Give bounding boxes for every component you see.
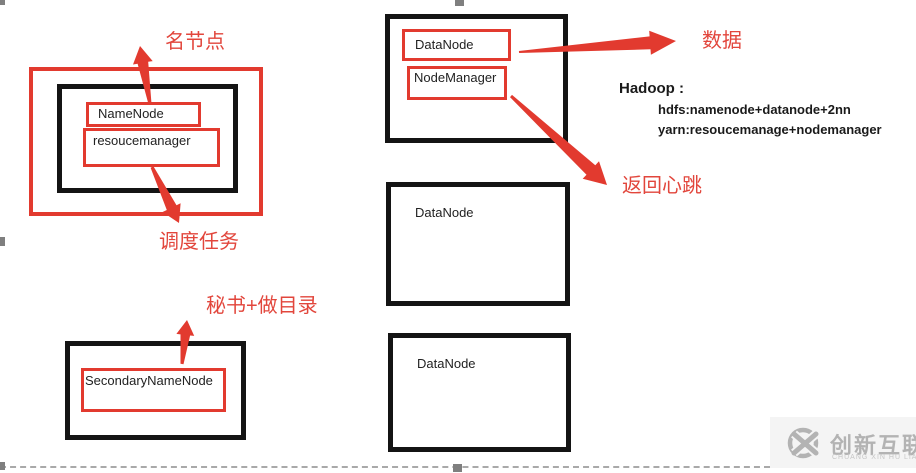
- selection-handle-4[interactable]: [453, 464, 462, 472]
- namenode-box: NameNode: [86, 102, 201, 127]
- hadoop-note-title: Hadoop :: [619, 80, 684, 97]
- selection-handle-3[interactable]: [0, 462, 5, 470]
- hadoop-note-hdfs: hdfs:namenode+datanode+2nn: [658, 102, 851, 117]
- worker3-datanode-label: DataNode: [417, 356, 476, 371]
- worker2-datanode-label: DataNode: [415, 205, 474, 220]
- watermark-name: 创新互联: [830, 433, 916, 458]
- hadoop-note-yarn: yarn:resoucemanage+nodemanager: [658, 122, 882, 137]
- namenode-label: NameNode: [98, 106, 164, 122]
- worker1-nodemanager-box: NodeManager: [407, 66, 507, 100]
- worker1-box: [385, 14, 568, 143]
- secondary-namenode-box: SecondaryNameNode: [81, 368, 226, 412]
- resourcemanager-box: resoucemanager: [83, 128, 220, 167]
- worker1-nodemanager-label: NodeManager: [414, 70, 497, 85]
- worker1-datanode-box: DataNode: [402, 29, 511, 61]
- data-annotation: 数据: [702, 30, 742, 52]
- selection-boundary: [0, 466, 770, 468]
- selection-handle-2[interactable]: [0, 237, 5, 246]
- selection-handle-1[interactable]: [455, 0, 464, 6]
- name-node-annotation: 名节点: [165, 31, 225, 53]
- worker2-box: [386, 182, 570, 306]
- watermark-logo-icon: [787, 427, 819, 459]
- worker3-box: [388, 333, 571, 452]
- selection-handle-0[interactable]: [0, 0, 5, 5]
- watermark-subtitle: CHUANG XIN HU LIAN: [832, 454, 916, 461]
- secondary-namenode-label: SecondaryNameNode: [85, 373, 213, 388]
- schedule-task-annotation: 调度任务: [159, 231, 239, 253]
- heartbeat-annotation: 返回心跳: [622, 175, 702, 197]
- worker1-datanode-label: DataNode: [415, 36, 474, 52]
- secretary-annotation: 秘书+做目录: [206, 295, 318, 317]
- resourcemanager-label: resoucemanager: [93, 133, 191, 148]
- watermark-badge: 创新互联 CHUANG XIN HU LIAN: [770, 417, 916, 468]
- secondary-black-rect: [65, 341, 246, 440]
